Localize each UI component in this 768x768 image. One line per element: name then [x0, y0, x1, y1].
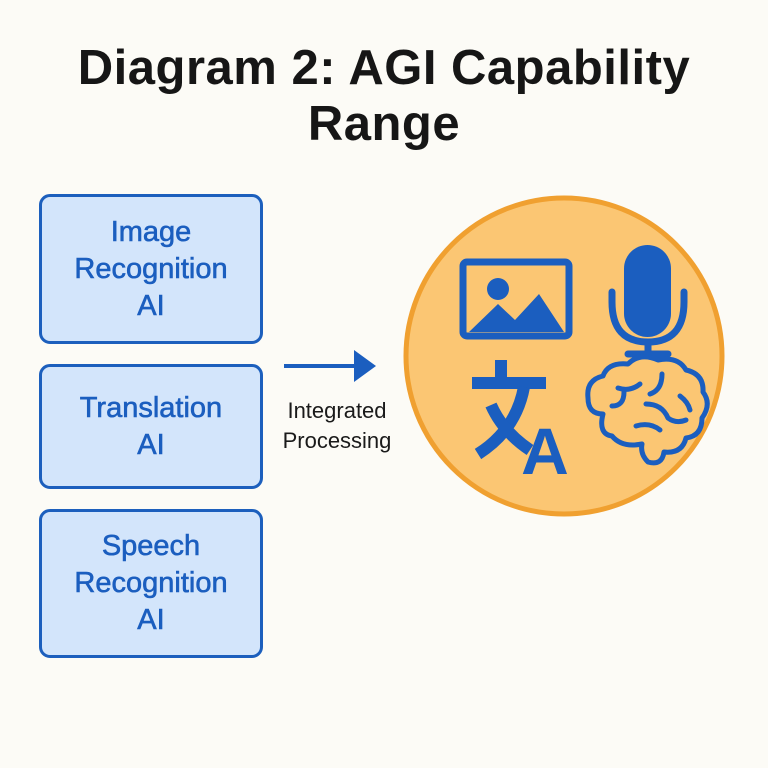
microphone-icon	[608, 245, 688, 358]
speech-recognition-ai-box: Speech Recognition AI	[39, 509, 263, 658]
image-icon	[459, 258, 573, 340]
integrated-processing-label: Integrated Processing	[282, 398, 392, 453]
svg-text:A: A	[521, 414, 569, 488]
box-label: Speech Recognition AI	[74, 530, 228, 637]
box-label: Image Recognition AI	[74, 215, 228, 322]
title-line-2: Range	[307, 97, 461, 151]
image-recognition-ai-box: Image Recognition AI	[39, 194, 263, 344]
arrow-right-icon	[284, 350, 376, 382]
box-label: Translation AI	[79, 391, 223, 461]
diagram-title: Diagram 2: AGI Capability Range	[0, 40, 768, 152]
brain-icon	[585, 354, 710, 466]
title-line-1: Diagram 2: AGI Capability	[77, 41, 691, 95]
translate-icon: A	[472, 360, 569, 488]
agi-hub-circle: A	[403, 195, 725, 517]
translation-ai-box: Translation AI	[39, 364, 263, 489]
